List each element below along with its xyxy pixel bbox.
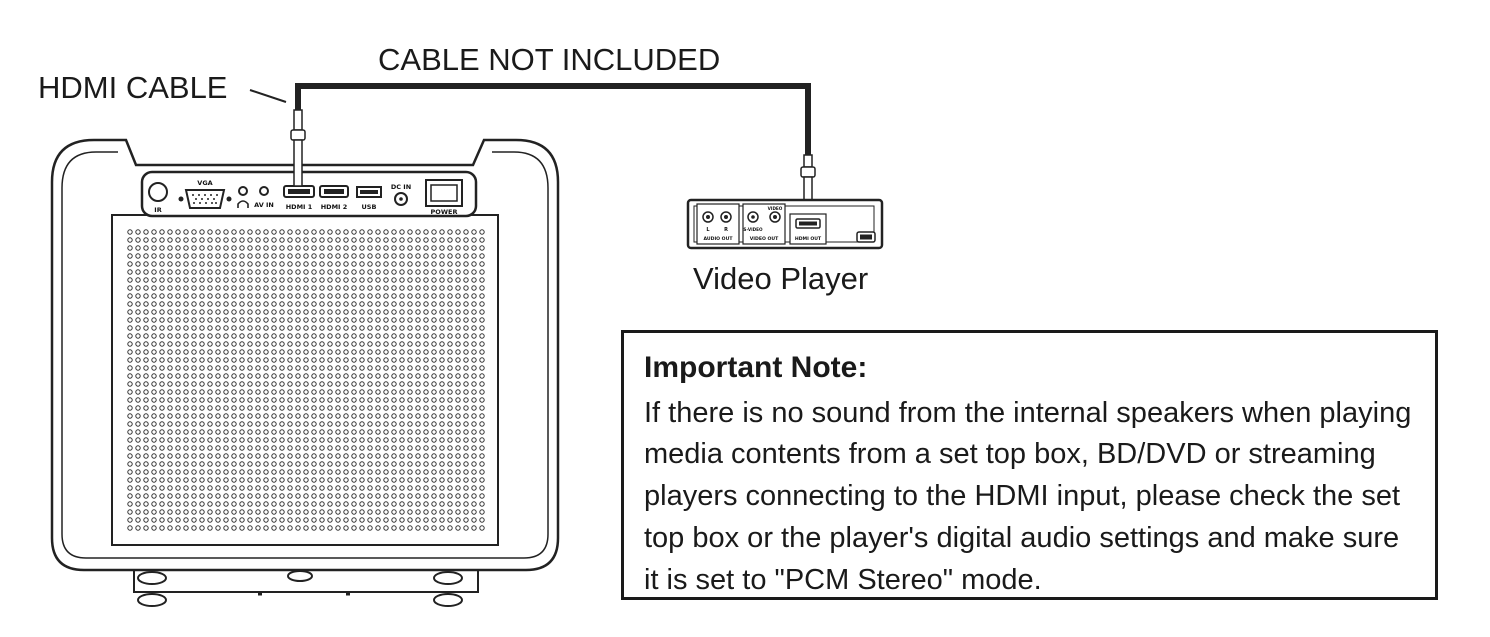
important-note-title: Important Note: [644, 351, 868, 384]
audio-out-label: AUDIO OUT [704, 236, 734, 242]
hdmi-cable-label: HDMI CABLE [38, 70, 228, 105]
video-label: VIDEO [768, 206, 783, 211]
hdmi1-label: HDMI 1 [286, 203, 313, 211]
hdmi-cable-pointer [249, 89, 287, 103]
vga-label: VGA [197, 179, 212, 187]
projector: IR VGA AV IN HDMI 1 HDMI 2 [50, 138, 560, 607]
cable-line [295, 83, 811, 155]
ir-sensor-icon [148, 182, 168, 202]
usb-label: USB [362, 203, 377, 211]
audio-right-label: R [724, 227, 728, 233]
hdmi-out-label: HDMI OUT [795, 236, 822, 242]
speaker-grille [126, 228, 486, 533]
audio-left-label: L [706, 227, 710, 233]
video-player-label: Video Player [693, 261, 869, 296]
hdmi2-label: HDMI 2 [321, 203, 348, 211]
projector-base [133, 570, 479, 593]
hdmi-cable [249, 83, 816, 216]
vga-port-icon [184, 189, 226, 209]
projector-feet [137, 570, 463, 607]
headphone-icon [237, 200, 249, 208]
audio-out-section [696, 203, 740, 245]
important-note-box: Important Note: If there is no sound fro… [621, 330, 1438, 600]
video-out-label: VIDEO OUT [750, 236, 779, 242]
ir-label: IR [154, 206, 161, 214]
video-out-section [742, 203, 786, 245]
av-in-label: AV IN [254, 201, 274, 209]
power-label: POWER [431, 208, 458, 216]
important-note-text: If there is no sound from the internal s… [644, 396, 1412, 596]
headphone-jack-icon [238, 186, 248, 196]
s-video-label: S-VIDEO [743, 227, 763, 232]
av-in-jack-icon [259, 186, 269, 196]
cable-not-included-label: CABLE NOT INCLUDED [378, 42, 721, 77]
dc-in-label: DC IN [391, 183, 411, 191]
video-player: L R AUDIO OUT VIDEO S-VIDEO VIDEO OUT HD… [686, 198, 884, 250]
